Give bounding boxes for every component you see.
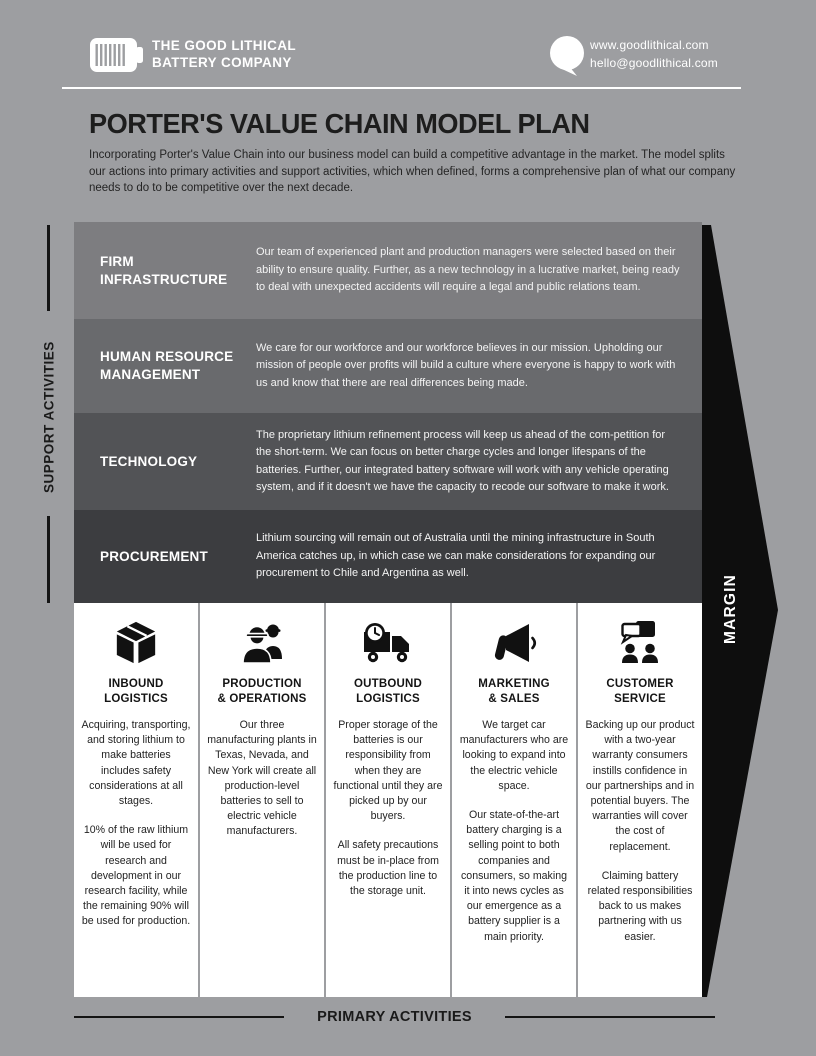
column-paragraph: Backing up our product with a two-year w…	[585, 719, 695, 853]
column-inbound-logistics: INBOUND LOGISTICS Acquiring, transportin…	[74, 603, 198, 997]
column-body: Our three manufacturing plants in Texas,…	[207, 718, 317, 840]
column-body: Proper storage of the batteries is our r…	[333, 718, 443, 899]
column-body: Backing up our product with a two-year w…	[585, 718, 695, 945]
row-description: Our team of experienced plant and produc…	[256, 246, 680, 294]
primary-axis-line-right	[504, 1015, 715, 1019]
workers-icon	[242, 623, 282, 664]
header-divider	[62, 87, 741, 89]
column-paragraph: Claiming battery related responsibilitie…	[587, 869, 693, 943]
support-rows: FIRM INFRASTRUCTURE Our team of experien…	[74, 222, 702, 603]
column-body: We target car manufacturers who are look…	[459, 718, 569, 945]
support-axis-line-top	[47, 225, 50, 311]
column-paragraph: Acquiring, transporting, and storing lit…	[81, 719, 191, 808]
delivery-truck-icon	[364, 623, 409, 663]
company-name-line2: BATTERY COMPANY	[152, 55, 292, 70]
row-description: The proprietary lithium refinement proce…	[256, 428, 669, 493]
contact-info: www.goodlithical.com hello@goodlithical.…	[590, 37, 718, 72]
support-row-technology: TECHNOLOGY The proprietary lithium refin…	[74, 413, 702, 510]
row-label: TECHNOLOGY	[100, 453, 198, 469]
column-paragraph: Our three manufacturing plants in Texas,…	[207, 719, 317, 838]
battery-icon	[90, 38, 143, 72]
column-paragraph: Proper storage of the batteries is our r…	[333, 719, 443, 823]
support-row-human-resource-management: HUMAN RESOURCE MANAGEMENT We care for ou…	[74, 319, 702, 413]
column-paragraph: 10% of the raw lithium will be used for …	[81, 824, 191, 928]
row-description: We care for our workforce and our workfo…	[256, 341, 676, 389]
column-title: CUSTOMER SERVICE	[606, 678, 674, 705]
intro-paragraph: Incorporating Porter's Value Chain into …	[89, 149, 736, 194]
row-description: Lithium sourcing will remain out of Aust…	[256, 532, 656, 580]
megaphone-icon	[494, 624, 537, 662]
column-customer-service: CUSTOMER SERVICE Backing up our product …	[578, 603, 702, 997]
column-title: PRODUCTION & OPERATIONS	[217, 678, 307, 705]
customer-support-icon	[620, 621, 658, 663]
column-outbound-logistics: OUTBOUND LOGISTICS Proper storage of the…	[326, 603, 450, 997]
support-axis-line-bottom	[47, 516, 50, 603]
support-row-firm-infrastructure: FIRM INFRASTRUCTURE Our team of experien…	[74, 222, 702, 319]
column-title: INBOUND LOGISTICS	[104, 678, 168, 705]
column-body: Acquiring, transporting, and storing lit…	[81, 718, 191, 930]
package-icon	[116, 621, 156, 664]
column-paragraph: Our state-of-the-art battery charging is…	[461, 809, 567, 943]
primary-activities-label: PRIMARY ACTIVITIES	[317, 1009, 472, 1025]
speech-bubble-icon	[550, 36, 584, 76]
column-marketing-sales: MARKETING & SALES We target car manufact…	[452, 603, 576, 997]
primary-activities-axis: PRIMARY ACTIVITIES	[74, 1006, 715, 1028]
support-row-procurement: PROCUREMENT Lithium sourcing will remain…	[74, 510, 702, 603]
company-name: THE GOOD LITHICAL BATTERY COMPANY	[152, 37, 296, 71]
column-production-operations: PRODUCTION & OPERATIONS Our three manufa…	[200, 603, 324, 997]
primary-axis-line-left	[74, 1015, 285, 1019]
column-title: OUTBOUND LOGISTICS	[353, 678, 423, 705]
page-title: PORTER'S VALUE CHAIN MODEL PLAN	[89, 108, 590, 139]
column-title: MARKETING & SALES	[478, 678, 550, 705]
row-label: HUMAN RESOURCE MANAGEMENT	[100, 349, 234, 382]
column-paragraph: We target car manufacturers who are look…	[459, 719, 569, 792]
company-name-line1: THE GOOD LITHICAL	[152, 38, 297, 53]
row-label: PROCUREMENT	[100, 548, 208, 564]
margin-label: MARGIN	[722, 573, 739, 645]
column-paragraph: All safety precautions must be in-place …	[337, 839, 439, 898]
primary-columns: INBOUND LOGISTICS Acquiring, transportin…	[74, 603, 702, 997]
support-activities-label: SUPPORT ACTIVITIES	[41, 341, 57, 493]
row-label: FIRM INFRASTRUCTURE	[100, 253, 228, 287]
email-text: hello@goodlithical.com	[590, 55, 718, 70]
website-text: www.goodlithical.com	[590, 38, 709, 52]
